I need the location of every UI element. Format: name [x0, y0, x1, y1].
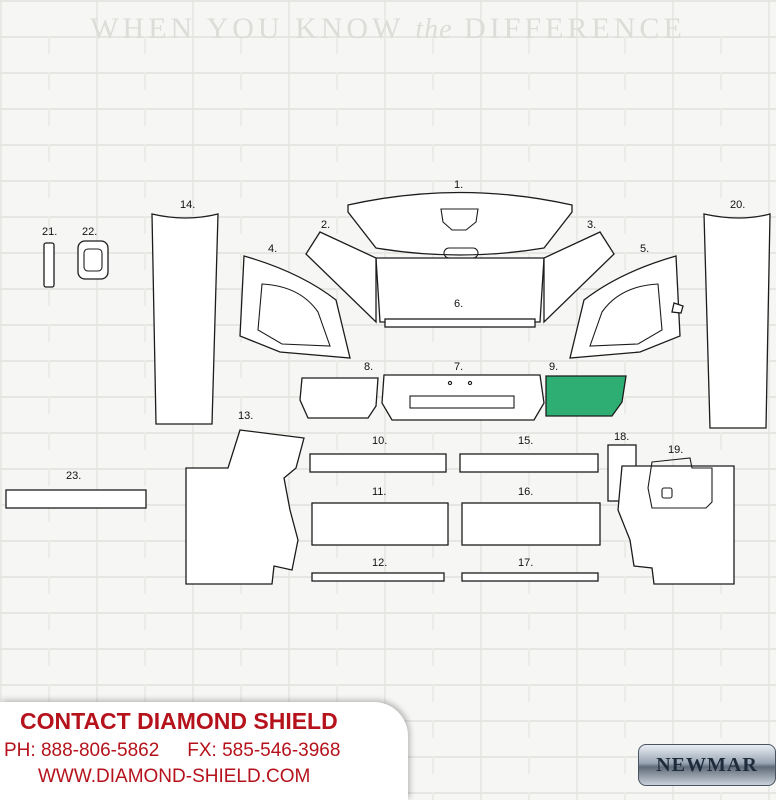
label-10: 10. [372, 435, 387, 447]
slogan: WHEN YOU KNOW the DIFFERENCE [0, 12, 776, 46]
label-18: 18. [614, 431, 629, 443]
label-23: 23. [66, 470, 81, 482]
part-5-cutout [589, 283, 663, 347]
part-13[interactable] [185, 429, 305, 585]
part-22[interactable] [77, 240, 109, 280]
part-17[interactable] [461, 572, 599, 582]
label-17: 17. [518, 557, 533, 569]
part-5-tab [671, 302, 684, 314]
part-22-cutout [83, 248, 103, 272]
label-3: 3. [587, 219, 596, 231]
part-7-hole-left [447, 380, 453, 386]
label-12: 12. [372, 557, 387, 569]
slogan-italic: the [415, 14, 453, 45]
label-16: 16. [518, 486, 533, 498]
fax-number: FX: 585-546-3968 [187, 740, 341, 761]
slogan-left: WHEN YOU KNOW [90, 12, 404, 45]
part-11[interactable] [311, 502, 449, 546]
label-15: 15. [518, 435, 533, 447]
part-1-mirror-cutout [440, 208, 479, 231]
label-4: 4. [268, 243, 277, 255]
part-15[interactable] [459, 453, 599, 473]
website-link[interactable]: WWW.DIAMOND-SHIELD.COM [38, 766, 311, 787]
part-7[interactable] [381, 374, 545, 421]
part-4-cutout [257, 283, 331, 347]
part-19-slot [661, 487, 673, 499]
part-3[interactable] [543, 231, 615, 324]
label-2: 2. [321, 219, 330, 231]
part-20[interactable] [703, 213, 771, 429]
label-19: 19. [668, 444, 683, 456]
contact-panel: CONTACT DIAMOND SHIELD PH: 888-806-5862 F… [0, 702, 408, 800]
part-12[interactable] [311, 572, 445, 582]
label-13: 13. [238, 410, 253, 422]
label-6: 6. [454, 298, 463, 310]
label-5: 5. [640, 243, 649, 255]
part-7-cutout [409, 395, 515, 409]
label-20: 20. [730, 199, 745, 211]
phone-number[interactable]: PH: 888-806-5862 [4, 740, 160, 761]
newmar-logo-text: NEWMAR [656, 754, 758, 776]
label-8: 8. [364, 361, 373, 373]
label-22: 22. [82, 226, 97, 238]
part-9[interactable] [545, 375, 627, 417]
slogan-right: DIFFERENCE [464, 12, 686, 45]
label-21: 21. [42, 226, 57, 238]
part-10[interactable] [309, 453, 447, 473]
part-6[interactable] [375, 257, 545, 323]
part-21[interactable] [43, 242, 55, 288]
part-19[interactable] [617, 465, 735, 585]
part-23[interactable] [5, 489, 147, 509]
label-7: 7. [454, 361, 463, 373]
newmar-logo: NEWMAR [638, 744, 776, 786]
label-1: 1. [454, 179, 463, 191]
label-9: 9. [549, 361, 558, 373]
label-11: 11. [372, 486, 386, 498]
part-1[interactable] [347, 191, 573, 256]
part-8[interactable] [299, 377, 379, 419]
part-7-hole-right [467, 380, 473, 386]
contact-title: CONTACT DIAMOND SHIELD [20, 708, 338, 734]
part-2[interactable] [305, 231, 377, 324]
part-5[interactable] [569, 255, 681, 359]
part-16[interactable] [461, 502, 601, 546]
part-4[interactable] [239, 255, 351, 359]
part-6-strip[interactable] [384, 318, 536, 328]
contact-phones: PH: 888-806-5862 FX: 585-546-3968 [4, 740, 340, 762]
part-14[interactable] [151, 213, 219, 425]
label-14: 14. [180, 199, 195, 211]
part-19-cutout [647, 457, 713, 509]
